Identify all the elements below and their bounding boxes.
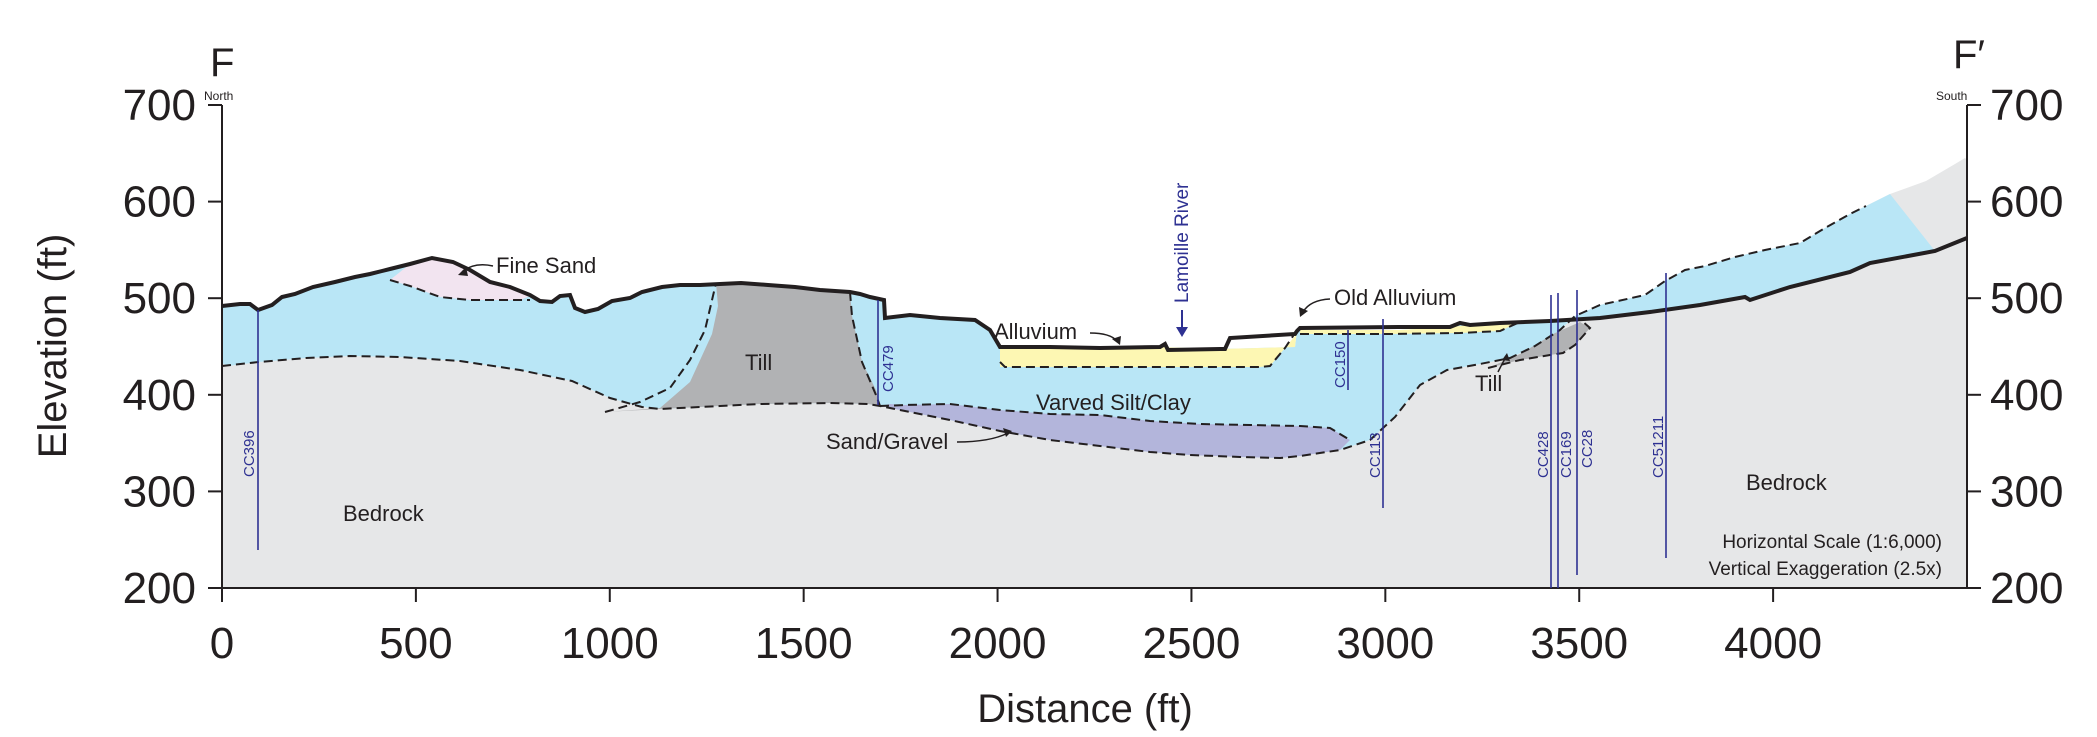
well-label: CC479 [880,345,897,392]
unit-contacts [221,205,1867,460]
y-tick-label-right: 200 [1990,564,2063,613]
alluvium-contact [999,329,1298,368]
till-unit-left [605,283,880,412]
y-axis-right-ticks: 700 600 500 400 300 200 [1967,81,2063,613]
well-label: CC113 [1367,432,1384,478]
y-tick-label-left: 400 [123,371,196,420]
section-start-label: F [210,41,234,85]
bedrock-contact [221,205,1867,460]
well-label: CC51211 [1650,416,1667,478]
unit-label-till-right: Till [1475,371,1502,396]
well-label: CC396 [241,430,258,477]
vertical-exaggeration-note: Vertical Exaggeration (2.5x) [1709,559,1942,580]
frame-axes [221,105,1968,589]
x-tick-label: 0 [210,619,234,668]
well-label: CC169 [1558,431,1575,478]
till-left-contact-west [604,282,717,413]
x-tick-label: 2500 [1142,619,1240,668]
unit-label-varved: Varved Silt/Clay [1036,390,1191,415]
unit-label-sand-gravel: Sand/Gravel [826,429,948,454]
unit-label-fine-sand: Fine Sand [496,253,596,278]
unit-label-bedrock-right: Bedrock [1746,470,1828,495]
river-arrow [1176,310,1188,337]
y-tick-label-left: 500 [123,274,196,323]
x-tick-label: 3500 [1530,619,1628,668]
unit-label-bedrock-left: Bedrock [343,501,425,526]
sand-gravel-contact [879,402,1351,441]
alluvium-leader [1089,332,1118,342]
y-tick-label-left: 700 [123,81,196,130]
x-tick-label: 2000 [949,619,1047,668]
horizontal-scale-note: Horizontal Scale (1:6,000) [1722,532,1942,553]
x-axis-ticks: 0 500 1000 1500 2000 2500 3000 3500 4000 [210,588,1822,668]
section-end-direction: South [1936,89,1967,103]
y-tick-label-right: 500 [1990,274,2063,323]
till-left-contact-east [849,291,881,407]
y-axis-left-ticks: 700 600 500 400 300 200 [123,81,222,613]
old-alluvium-contact [1300,320,1523,335]
well-lines [257,273,1667,588]
old-alluvium-unit [1300,321,1522,334]
well-label: CC150 [1332,341,1349,388]
unit-label-old-alluvium: Old Alluvium [1334,285,1456,310]
y-tick-label-right: 300 [1990,467,2063,516]
y-tick-label-right: 600 [1990,178,2063,227]
section-end-label: F′ [1953,33,1985,77]
river-label: Lamoille River [1172,182,1193,303]
x-axis-title: Distance (ft) [977,687,1193,731]
sand-gravel-unit [880,404,1350,458]
y-tick-label-right: 400 [1990,371,2063,420]
varved-silt-clay-unit [222,194,1935,458]
y-tick-label-left: 200 [123,564,196,613]
y-tick-label-right: 700 [1990,81,2063,130]
y-axis-title: Elevation (ft) [31,234,75,459]
leader-arrowheads [458,267,1510,437]
unit-label-alluvium: Alluvium [994,319,1077,344]
x-tick-label: 500 [379,619,452,668]
till-unit-right [1488,322,1590,368]
x-tick-label: 3000 [1336,619,1434,668]
sand-gravel-leader [956,432,1009,443]
bedrock-unit [222,158,1967,588]
till-right-contact [1487,320,1592,369]
well-label: CC28 [1579,430,1596,468]
x-tick-label: 1000 [561,619,659,668]
x-tick-label: 4000 [1724,619,1822,668]
old-alluvium-leader [1302,298,1331,313]
x-tick-label: 1500 [755,619,853,668]
section-start-direction: North [204,89,233,103]
fine-sand-unit [390,258,530,300]
y-tick-label-left: 300 [123,467,196,516]
well-label: CC428 [1535,431,1552,478]
y-tick-label-left: 600 [123,178,196,227]
ground-surface [221,236,1968,353]
fine-sand-contact [389,279,530,301]
unit-label-till-left: Till [745,350,772,375]
